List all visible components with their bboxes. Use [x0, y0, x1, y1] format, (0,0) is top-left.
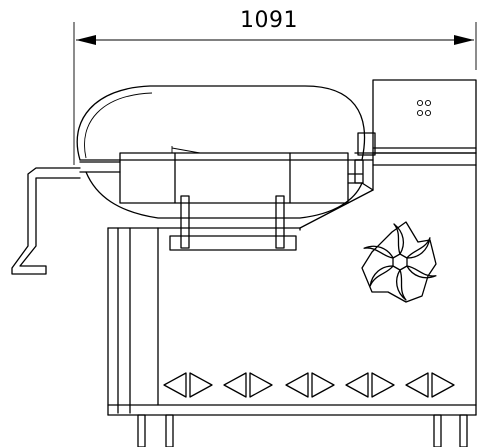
overall-width-label: 1091 [240, 8, 298, 33]
tilt-crank-handle [11, 167, 81, 275]
triangle-ornament-row [163, 372, 455, 398]
control-box [372, 79, 477, 154]
top-rail [354, 132, 477, 166]
flower-logo-icon [361, 221, 437, 303]
kettle-lid [76, 85, 366, 161]
legs [137, 414, 468, 447]
kettle-support [157, 195, 301, 251]
cabinet [107, 152, 477, 416]
kettle-body [79, 152, 374, 219]
dimension-line [73, 22, 477, 165]
